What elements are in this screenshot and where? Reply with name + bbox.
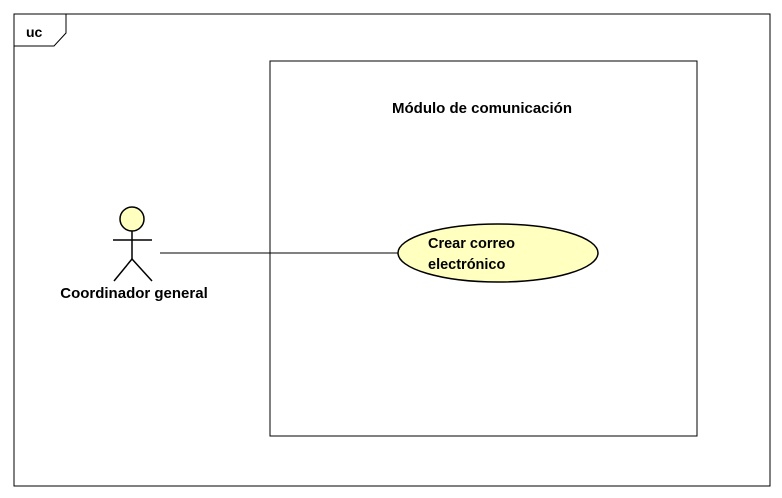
actor-left-leg — [113, 258, 133, 282]
use-case-label-line2: electrónico — [428, 257, 505, 273]
actor-name: Coordinador general — [60, 285, 208, 302]
frame-label-tab — [13, 13, 67, 47]
actor-coordinador-general[interactable]: Coordinador general — [60, 206, 208, 302]
actor-head — [119, 206, 145, 232]
actor-right-leg — [131, 258, 153, 282]
frame-label: uc — [26, 24, 43, 40]
use-case-crear-correo[interactable]: Crear correo electrónico — [397, 223, 599, 283]
use-case-ellipse[interactable] — [397, 223, 599, 283]
system-boundary-title: Módulo de comunicación — [392, 100, 572, 117]
actor-stick-figure-icon[interactable] — [113, 206, 153, 282]
use-case-label-line1: Crear correo — [428, 236, 515, 252]
